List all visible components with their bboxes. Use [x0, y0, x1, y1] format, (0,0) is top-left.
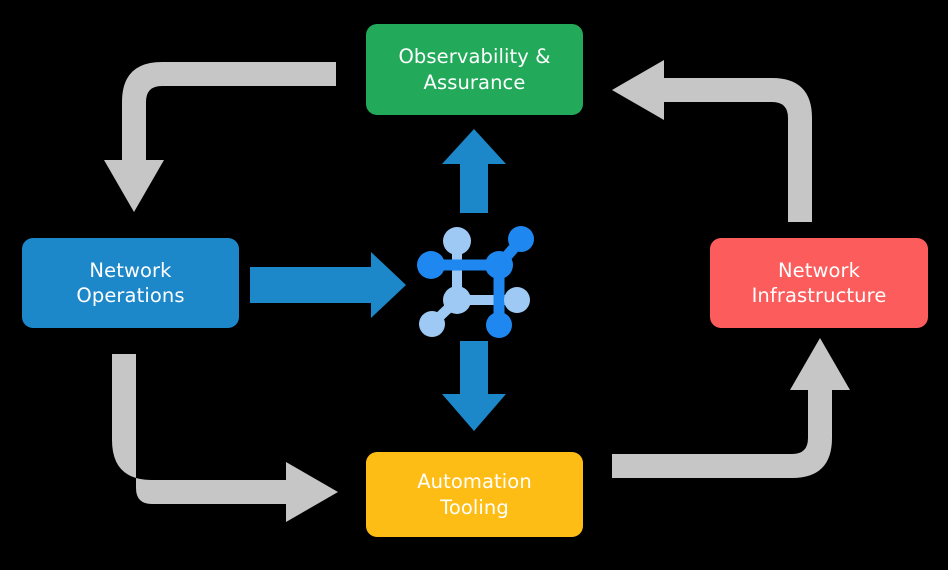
connector-observability-to-operations	[104, 62, 336, 212]
connector-automation-to-infrastructure	[612, 338, 850, 478]
network-icon-dark-nodes	[417, 226, 534, 338]
node-network-infrastructure[interactable]: Network Infrastructure	[710, 238, 928, 328]
connector-infrastructure-to-observability	[612, 60, 812, 222]
connector-operations-to-automation	[112, 354, 338, 522]
connector-center-to-automation	[442, 341, 506, 431]
network-icon-light-nodes	[419, 227, 530, 337]
node-automation-tooling[interactable]: Automation Tooling	[366, 452, 583, 537]
node-observability-assurance[interactable]: Observability & Assurance	[366, 24, 583, 115]
node-network-operations[interactable]: Network Operations	[22, 238, 239, 328]
connector-operations-to-center	[250, 252, 406, 318]
connector-center-to-observability	[442, 129, 506, 213]
